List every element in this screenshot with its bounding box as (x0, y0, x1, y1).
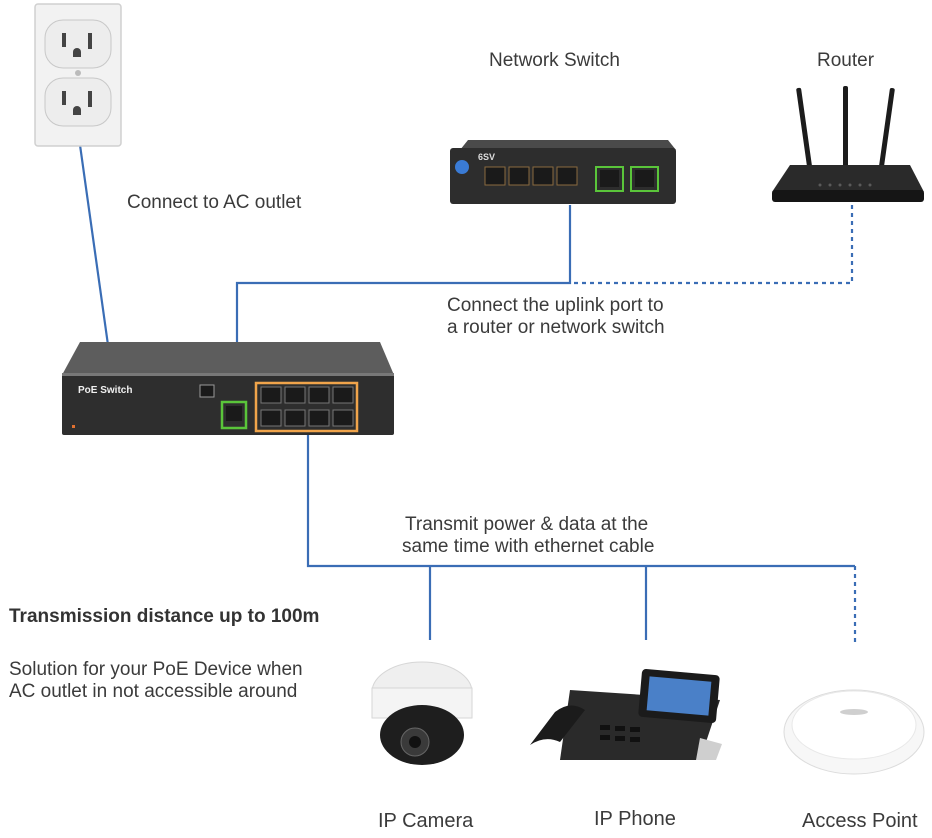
ip-phone-label: IP Phone (594, 808, 676, 830)
transmit-caption-line2: same time with ethernet cable (402, 536, 655, 557)
distance-heading: Transmission distance up to 100m (9, 606, 320, 627)
poe-switch-device (62, 342, 394, 435)
uplink-caption-line2: a router or network switch (447, 317, 665, 338)
ip-phone-device (530, 669, 722, 760)
router-uplink-cable (570, 205, 854, 285)
router-device (772, 86, 924, 202)
uplink-caption-line1: Connect the uplink port to (447, 295, 664, 316)
power-cable (78, 144, 110, 346)
transmit-caption-line1: Transmit power & data at the (405, 514, 649, 535)
ac-outlet-label: Connect to AC outlet (127, 192, 302, 213)
access-point-label: Access Point (802, 810, 918, 832)
network-switch-label: Network Switch (489, 50, 620, 71)
poe-switch-badge: PoE Switch (78, 385, 133, 396)
network-switch-device (450, 140, 676, 204)
router-label: Router (817, 50, 875, 71)
access-point-device (783, 689, 925, 775)
ip-camera-label: IP Camera (378, 810, 474, 832)
network-switch-brand: 6SV (478, 152, 496, 162)
poe-output-cable (306, 425, 855, 568)
ip-camera-device (371, 661, 473, 765)
solution-line1: Solution for your PoE Device when (9, 659, 303, 680)
wall-outlet (34, 3, 122, 147)
solution-line2: AC outlet in not accessible around (9, 681, 298, 702)
